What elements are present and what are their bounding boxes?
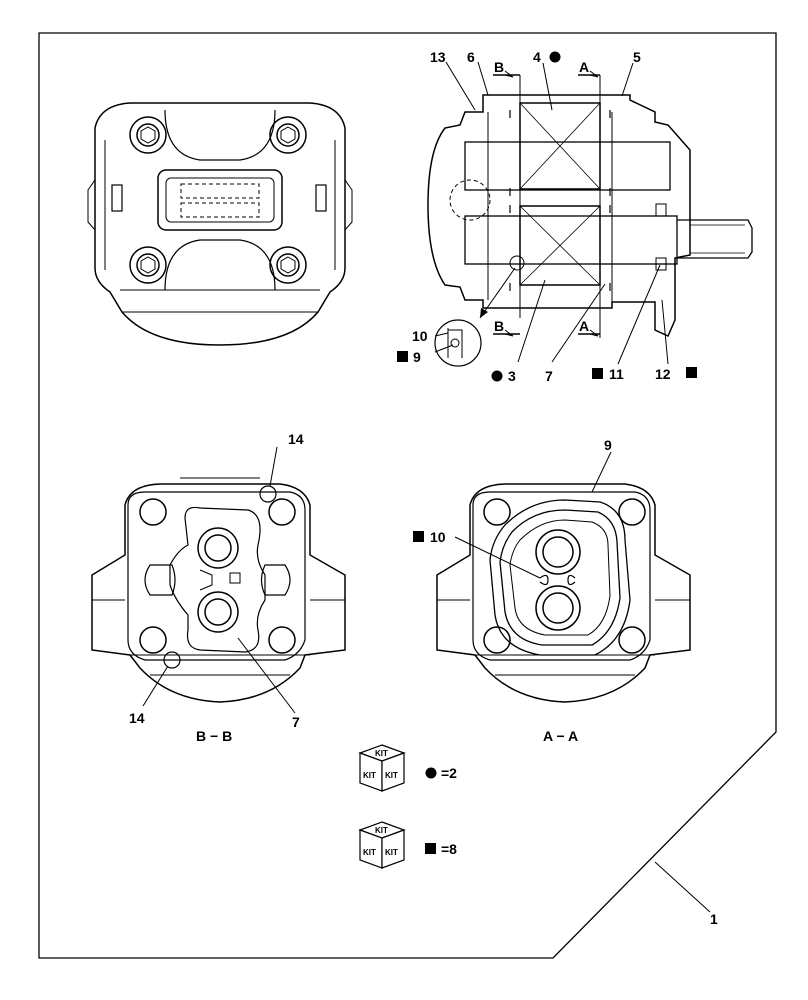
callout-14-top: 14 bbox=[288, 431, 304, 447]
kit-left-label: KIT bbox=[363, 848, 376, 857]
callout-14-bottom: 14 bbox=[129, 710, 145, 726]
callout-7: 7 bbox=[292, 714, 300, 730]
callout-4: 4 bbox=[533, 49, 541, 65]
pump-section-view bbox=[427, 61, 753, 367]
kit-top-label: KIT bbox=[375, 826, 388, 835]
square-symbol bbox=[592, 368, 603, 379]
view-title-bb: B − B bbox=[196, 728, 232, 744]
square-symbol bbox=[425, 843, 436, 854]
pump-front-view bbox=[87, 102, 353, 346]
section-aa-view bbox=[436, 451, 691, 703]
circle-symbol bbox=[491, 370, 503, 382]
callout-5: 5 bbox=[633, 49, 641, 65]
circle-symbol bbox=[549, 51, 561, 63]
callout-6: 6 bbox=[467, 49, 475, 65]
section-mark-b-top: B bbox=[494, 59, 504, 75]
circle-symbol bbox=[425, 767, 437, 779]
kit-quantity-label: =2 bbox=[441, 765, 457, 781]
kit-left-label: KIT bbox=[363, 771, 376, 780]
square-symbol bbox=[397, 351, 408, 362]
section-mark-a-bottom: A bbox=[579, 318, 589, 334]
callout-9-detail: 9 bbox=[413, 349, 421, 365]
callout-9: 9 bbox=[604, 437, 612, 453]
sheet-frame bbox=[38, 32, 777, 959]
kit-icon: KIT KIT KIT bbox=[358, 821, 406, 869]
callout-10: 10 bbox=[430, 529, 446, 545]
section-bb-view bbox=[91, 446, 346, 714]
callout-10-detail: 10 bbox=[412, 328, 428, 344]
callout-13: 13 bbox=[430, 49, 446, 65]
callout-7-top: 7 bbox=[545, 368, 553, 384]
section-mark-a-top: A bbox=[579, 59, 589, 75]
leader-1 bbox=[654, 861, 711, 913]
kit-quantity-label: =8 bbox=[441, 841, 457, 857]
callout-11: 11 bbox=[609, 366, 624, 382]
view-title-aa: A − A bbox=[543, 728, 578, 744]
callout-3: 3 bbox=[508, 368, 516, 384]
kit-icon: KIT KIT KIT bbox=[358, 744, 406, 792]
section-mark-b-bottom: B bbox=[494, 318, 504, 334]
square-symbol bbox=[413, 531, 424, 542]
square-symbol bbox=[686, 367, 697, 378]
kit-right-label: KIT bbox=[385, 771, 398, 780]
kit-top-label: KIT bbox=[375, 749, 388, 758]
kit-right-label: KIT bbox=[385, 848, 398, 857]
callout-1: 1 bbox=[710, 911, 718, 927]
callout-12: 12 bbox=[655, 366, 671, 382]
